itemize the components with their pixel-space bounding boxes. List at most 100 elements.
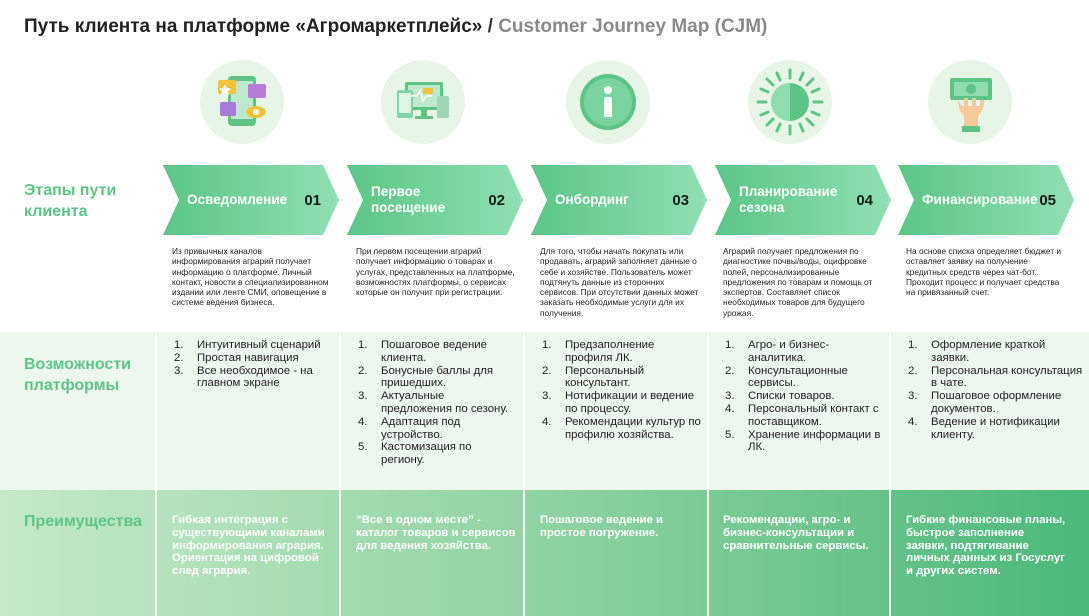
capability-text: Персональная консультация в чате. [931,364,1083,390]
list-number: 3. [908,390,918,403]
capability-item: 3. Пошаговое оформление документов. [906,390,1084,416]
list-number: 2. [542,364,552,377]
page-title: Путь клиента на платформе «Агромаркетпле… [24,16,767,38]
list-number: 4. [542,415,552,428]
stage-name: Финансирование [922,192,1038,207]
capability-text: Пошаговое ведение клиента. [381,339,487,364]
capability-item: 1.Агро- и бизнес-аналитика. [723,339,885,365]
capability-text: Персональный контакт с поставщиком. [748,402,879,428]
capability-text: Пошаговое оформление документов. [931,390,1062,415]
capability-text: Все необходимое - на главном экране [197,364,313,390]
capability-text: Хранение информации в ЛК. [748,428,881,454]
capability-text: Простая навигация [197,351,299,364]
capability-text: Нотификации и ведение по процессу. [565,390,695,415]
column-separator [889,332,891,616]
stage-arrow-3: Онбординг 03 [531,165,707,235]
stage-name: Первое посещение [371,184,446,215]
list-number: 1. [908,339,918,351]
row-label-stages: Этапы пути клиента [24,182,117,220]
title-main: Путь клиента на платформе «Агромаркетпле… [24,16,483,37]
advantage-text: “Все в одном месте” - каталог товаров и … [356,514,516,552]
capability-text: Бонусные баллы для пришедших. [381,364,494,390]
stage-number: 03 [672,191,689,209]
stage-description: Аграрий получает предложения по диагност… [723,246,873,318]
capability-item: 4.Персональный контакт с поставщиком. [723,403,885,429]
list-number: 2. [174,351,184,364]
capability-item: 2. Персональный консультант. [540,365,702,391]
title-subtitle: Customer Journey Map (CJM) [498,16,768,37]
devices-icon [381,60,465,144]
advantage-text: Пошаговое ведение и простое погружение. [540,514,663,539]
stage-arrow-4: Планирование сезона 04 [715,165,891,235]
row-label-capabilities: Возможности платформы [24,356,131,394]
stage-number: 02 [488,191,505,209]
capabilities-list: 1. Интуитивный сценарий 2. Простая навигаци… [172,339,334,390]
stage-number: 01 [304,191,321,209]
capability-text: Консультационные сервисы. [748,364,848,390]
capability-item: 5.Хранение информации в ЛК. [723,429,885,455]
capability-text: Адаптация под устройство. [381,415,461,441]
list-number: 2. [358,364,368,377]
capabilities-list: 1. Предзаполнение профиля ЛК. 2. Персональн… [540,339,702,441]
capability-text: Оформление краткой заявки. [931,339,1046,364]
smartphone-media-icon [200,60,284,144]
list-number: 2. [725,364,735,377]
capability-text: Интуитивный сценарий [197,339,321,351]
stage-name: Осведомление [187,192,288,207]
stage-description: Для того, чтобы начать покупать или прод… [540,246,699,318]
stage-description: На основе списка определяет бюджет и ост… [906,246,1062,298]
stage-description: Из привычных каналов информирования агра… [172,246,329,308]
list-number: 3. [358,390,368,403]
list-number: 1. [725,339,735,351]
capability-item: 3. Списки товаров. [723,390,885,403]
stage-name: Онбординг [555,192,629,207]
sun-icon [748,60,832,144]
column-separator [707,332,709,616]
capability-item: 3. Нотификации и ведение по процессу. [540,390,702,416]
capabilities-list: 1. Пошаговое ведение клиента. 2. Бонусные б… [356,339,518,467]
capability-item: 2. Бонусные баллы для пришедших. [356,365,518,391]
capability-item: 2. Простая навигация [172,352,334,365]
capability-item: 4. Ведение и нотификации клиенту. [906,416,1084,442]
column-separator [523,332,525,616]
advantage-text: Гибкие финансовые планы, быстрое заполне… [906,514,1066,578]
advantage-text: Гибкая интеграция с существующими канала… [172,514,325,578]
column-separator [339,332,341,616]
capability-item: 4. Адаптация под устройство. [356,416,518,442]
capability-item: 3. Актуальные предложения по сезону. [356,390,518,416]
column-separator [155,332,157,616]
capability-text: Ведение и нотификации клиенту. [931,415,1060,441]
capability-text: Предзаполнение профиля ЛК. [565,339,655,364]
capability-item: 2. Персональная консультация в чате. [906,365,1084,391]
stage-description: При первом посещении аграрий получает ин… [356,246,515,298]
money-hand-icon [928,60,1012,144]
list-number: 1. [174,339,184,351]
list-number: 3. [174,364,184,377]
stage-arrow-2: Первое посещение 02 [347,165,523,235]
capability-text: Актуальные предложения по сезону. [381,390,509,415]
list-number: 4. [908,415,918,428]
stage-number: 05 [1039,191,1056,209]
capability-text: Персональный консультант. [565,364,645,390]
advantage-text: Рекомендации, агро- и бизнес-консультаци… [723,514,869,552]
info-icon [566,60,650,144]
list-number: 5. [358,441,368,454]
list-number: 3. [725,390,735,403]
capability-item: 3. Все необходимое - на главном экране [172,365,334,391]
capability-item: 1. Интуитивный сценарий [172,339,334,352]
advantages-band [0,490,1089,616]
capability-item: 2. Консультационные сервисы. [723,365,885,391]
list-number: 1. [358,339,368,351]
stage-arrow-1: Осведомление 01 [163,165,339,235]
list-number: 4. [358,415,368,428]
list-number: 1. [542,339,552,351]
capabilities-band [0,332,1089,490]
list-number: 3. [542,390,552,403]
capability-text: Списки товаров. [748,390,835,403]
stage-name: Планирование сезона [739,184,838,215]
stage-number: 04 [856,191,873,209]
row-label-advantages: Преимущества [24,513,142,530]
capability-item: 1. Пошаговое ведение клиента. [356,339,518,365]
list-number: 2. [908,364,918,377]
